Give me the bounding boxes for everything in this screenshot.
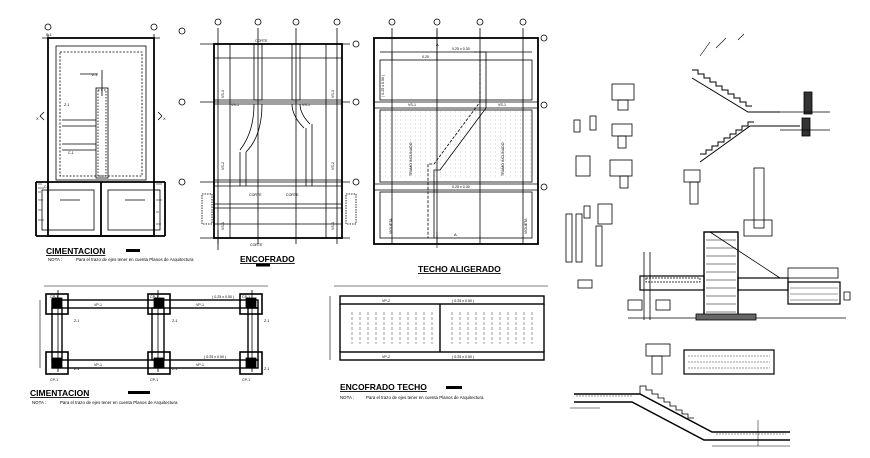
techo-tramo-inclinado-left: TRAMO INCLINADO bbox=[409, 142, 413, 176]
encofrado-vs2-right: VS-2 bbox=[331, 162, 335, 170]
title-cimentacion-bottom: CIMENTACION bbox=[30, 388, 89, 398]
cim-vp1-top-b: VP-1 bbox=[196, 303, 204, 307]
techo-vigueta-left: VIGUETA bbox=[389, 218, 393, 234]
title-encofrado: ENCOFRADO bbox=[240, 254, 295, 264]
nota-label-3: NOTA : bbox=[340, 395, 354, 400]
cim-z1-c: Z-1 bbox=[264, 319, 269, 323]
techo-vp2-top: VP-2 bbox=[382, 299, 390, 303]
encofrado-vs1-b: VS-1 bbox=[302, 103, 310, 107]
techo-tramo-inclinado-right: TRAMO INCLINADO bbox=[501, 142, 505, 176]
cimentacion-plan-bottom bbox=[39, 285, 268, 375]
encofrado-corte-2: CORTE bbox=[286, 193, 299, 197]
cim-vp1-bottom-b: VP-1 bbox=[196, 363, 204, 367]
cimentacion-axis-x: X bbox=[36, 116, 39, 121]
cim-z1-a: Z-1 bbox=[74, 319, 79, 323]
cim-z1-e: Z-1 bbox=[172, 367, 177, 371]
cim-vp1-top-a: VP-1 bbox=[94, 303, 102, 307]
techo-dim-025x050: ( 0.25 x 0.50 ) bbox=[381, 75, 385, 97]
title-encofrado-techo: ENCOFRADO TECHO bbox=[340, 382, 427, 392]
cimentacion-plan-top bbox=[35, 23, 186, 237]
nota-text-2: Para el trazo de ejes tener en cuenta Pl… bbox=[60, 400, 178, 405]
encofrado-techo-plan bbox=[329, 285, 548, 361]
techo-vigueta-right: VIGUETA bbox=[524, 218, 528, 234]
cp1-label-3: CP-1 bbox=[242, 295, 250, 299]
cp1-label-5: CP-1 bbox=[150, 378, 158, 382]
techo-vp2-bottom: VP-2 bbox=[382, 355, 390, 359]
techo-axis-a-bottom: A bbox=[454, 232, 457, 237]
encofrado-vs1-left: VS-1 bbox=[221, 222, 225, 230]
cim-z1-f: Z-1 bbox=[264, 367, 269, 371]
encofrado-vs1-a: VS-1 bbox=[231, 103, 239, 107]
techo-dim-020: 0.20 bbox=[422, 55, 429, 59]
cim-dim-bottom: ( 0.25 x 0.50 ) bbox=[204, 355, 226, 359]
techo-dim-025x030-top: 0.25 x 0.30 bbox=[452, 47, 470, 51]
cp1-label-1: CP-1 bbox=[50, 295, 58, 299]
encofrado-corte-top: CORTE bbox=[255, 39, 268, 43]
title-cimentacion-top: CIMENTACION bbox=[46, 246, 105, 256]
cim-dim-top: ( 0.25 x 0.50 ) bbox=[212, 295, 234, 299]
cimentacion-axis-x-2: X bbox=[163, 116, 166, 121]
cim-z1-d: Z-1 bbox=[74, 367, 79, 371]
cimentacion-c-label-2: C-1 bbox=[44, 185, 50, 189]
cimentacion-z-label-2: Z-1 bbox=[64, 103, 69, 107]
techo-vs1-b: VS-1 bbox=[498, 103, 506, 107]
cim-z1-b: Z-1 bbox=[172, 319, 177, 323]
techo-axis-a-top: A bbox=[436, 42, 439, 47]
techo-dim-top: ( 0.25 x 0.50 ) bbox=[452, 299, 474, 303]
nota-text-3: Para el trazo de ejes tener en cuenta Pl… bbox=[366, 395, 484, 400]
nota-text-1: Para el trazo de ejes tener en cuenta Pl… bbox=[76, 257, 194, 262]
cimentacion-c-label: C-1 bbox=[68, 151, 74, 155]
techo-vs1-a: VS-1 bbox=[408, 103, 416, 107]
cp1-label-4: CP-1 bbox=[50, 378, 58, 382]
title-techo-aligerado: TECHO ALIGERADO bbox=[418, 264, 501, 274]
encofrado-vs3-left: VS-3 bbox=[221, 90, 225, 98]
stair-details bbox=[565, 33, 851, 447]
cp1-label-2: CP-1 bbox=[150, 295, 158, 299]
encofrado-vs3-right: VS-3 bbox=[331, 90, 335, 98]
encofrado-corte-3: CORTE bbox=[250, 243, 263, 247]
cimentacion-dim-text: C-1 bbox=[46, 33, 52, 37]
techo-aligerado-plan bbox=[373, 18, 548, 248]
techo-dim-025x030-mid: 0.25 x 0.30 bbox=[452, 185, 470, 189]
encofrado-vs1-right: VS-1 bbox=[331, 222, 335, 230]
nota-label-2: NOTA : bbox=[32, 400, 46, 405]
encofrado-plan bbox=[200, 18, 360, 250]
encofrado-corte-1: CORTE bbox=[249, 193, 262, 197]
nota-label-1: NOTA : bbox=[48, 257, 62, 262]
techo-dim-bottom: ( 0.25 x 0.50 ) bbox=[452, 355, 474, 359]
cp1-label-6: CP-1 bbox=[242, 378, 250, 382]
cimentacion-z-label: Z-1 bbox=[92, 73, 97, 77]
encofrado-vs2-left: VS-2 bbox=[221, 162, 225, 170]
cim-vp1-bottom-a: VP-1 bbox=[94, 363, 102, 367]
